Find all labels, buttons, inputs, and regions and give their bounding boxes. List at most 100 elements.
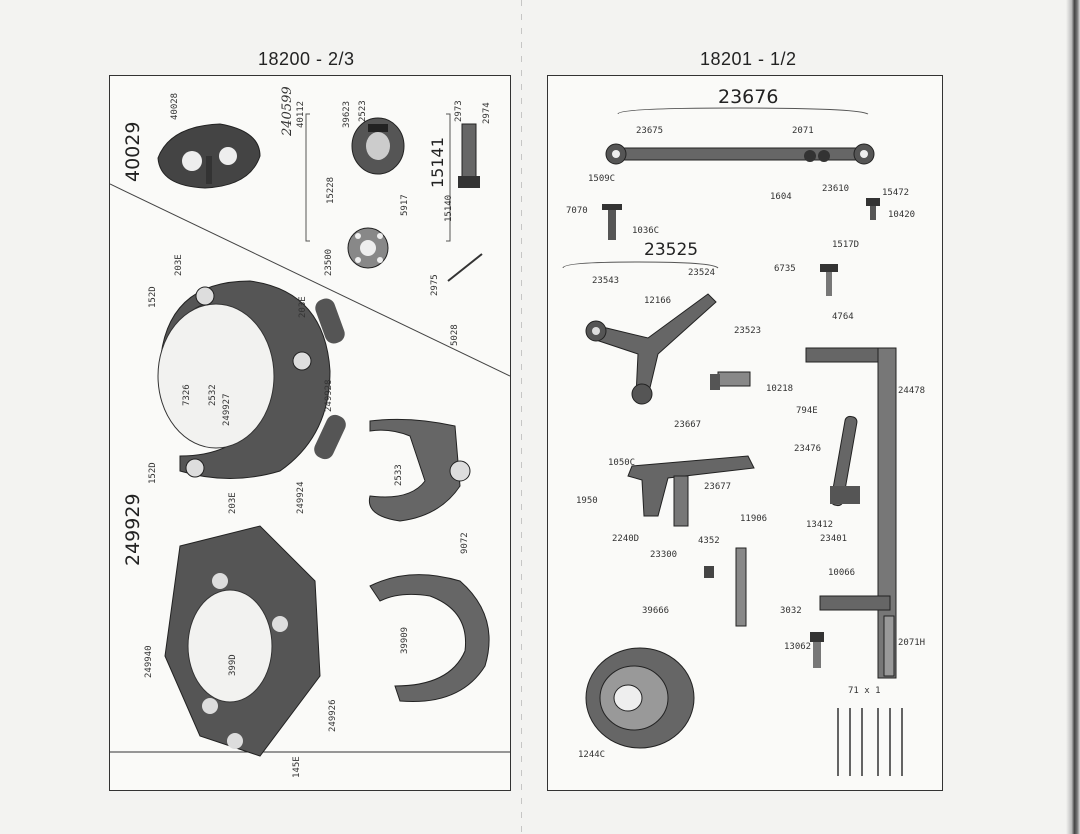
- part-label: 2532: [208, 384, 218, 406]
- part-label: 2533: [394, 464, 404, 486]
- part-label: 2523: [358, 100, 368, 122]
- part-label: 13062: [784, 642, 812, 652]
- part-label: 1950: [576, 496, 598, 506]
- gear-wheel-part: [585, 647, 695, 749]
- bobbin-assembly-part: [351, 117, 405, 175]
- part-label: 5028: [450, 324, 460, 346]
- spring-part: [447, 253, 483, 282]
- part-label: 7070: [566, 206, 588, 216]
- bar-link-part: [605, 143, 875, 165]
- part-label: 71 x 1: [848, 686, 881, 696]
- part-label: 23677: [704, 482, 732, 492]
- part-label: 23476: [794, 444, 822, 454]
- group-249929-label: 249929: [122, 493, 144, 566]
- part-label: 39909: [400, 626, 410, 654]
- part-label: 40112: [296, 100, 306, 128]
- group-23525-label: 23525: [644, 240, 699, 260]
- part-label: 4764: [832, 312, 854, 322]
- part-label: 249926: [328, 699, 338, 732]
- y-lever-part: [585, 293, 717, 405]
- part-label: 2975: [430, 274, 440, 296]
- fork-part: [368, 418, 461, 522]
- screw-part: [866, 198, 880, 220]
- felt-pad-part: [314, 414, 346, 460]
- part-label: 203E: [174, 254, 184, 276]
- part-label: 13412: [806, 520, 834, 530]
- group-40029-label: 40029: [122, 121, 144, 182]
- part-label: 23675: [636, 126, 664, 136]
- part-label: 23543: [592, 276, 620, 286]
- center-fold: [521, 0, 522, 834]
- part-label: 2071: [792, 126, 814, 136]
- part-label: 23610: [822, 184, 850, 194]
- group-15141-label: 15141: [428, 137, 447, 188]
- part-label: 203E: [228, 492, 238, 514]
- part-label: 145E: [292, 756, 302, 778]
- part-label: 23401: [820, 534, 848, 544]
- part-label: 1509C: [588, 174, 616, 184]
- part-label: 10218: [766, 384, 794, 394]
- bobbin-part: [347, 227, 389, 269]
- part-label: 39666: [642, 606, 670, 616]
- spring-part: [704, 566, 714, 578]
- handwritten-note: 240599: [280, 86, 295, 136]
- part-label: 2974: [482, 102, 492, 124]
- part-label: 249924: [296, 481, 306, 514]
- screw-part: [602, 204, 622, 240]
- part-label: 152D: [148, 462, 158, 484]
- part-label: 39623: [342, 100, 352, 128]
- part-label: 40028: [170, 92, 180, 120]
- part-label: 2071H: [898, 638, 926, 648]
- screw-part: [810, 632, 824, 668]
- base-plate-part: [164, 525, 321, 757]
- part-label: 23667: [674, 420, 702, 430]
- part-label: 2240D: [612, 534, 640, 544]
- part-label: 399D: [228, 654, 238, 676]
- part-label: 1050C: [608, 458, 636, 468]
- group-23676-label: 23676: [718, 86, 779, 108]
- part-label: 12166: [644, 296, 672, 306]
- left-parts-plate: 40029 249929 15141 240599 40028 40112 39…: [109, 75, 511, 791]
- part-label: 11906: [740, 514, 768, 524]
- part-label: 15472: [882, 188, 910, 198]
- left-plate-heading: 18200 - 2/3: [258, 49, 355, 69]
- part-label: 10066: [828, 568, 856, 578]
- part-label: 152D: [148, 286, 158, 308]
- part-label: 23523: [734, 326, 762, 336]
- part-label: 3032: [780, 606, 802, 616]
- part-label: 9072: [460, 532, 470, 554]
- part-label: 1604: [770, 192, 792, 202]
- needles-part: [837, 708, 903, 776]
- part-label: 10420: [888, 210, 916, 220]
- part-label: 249927: [222, 393, 232, 426]
- part-label: 4352: [698, 536, 720, 546]
- part-label: 24478: [898, 386, 926, 396]
- ring-plate-part: [157, 280, 331, 479]
- part-label: 794E: [796, 406, 818, 416]
- pin-part: [735, 547, 747, 627]
- bracket-arm-part: [805, 347, 897, 679]
- sleeve-part: [710, 371, 751, 390]
- part-label: 15140: [444, 194, 454, 222]
- part-label: 15228: [326, 176, 336, 204]
- part-label: 1244C: [578, 750, 606, 760]
- c-ring-part: [369, 574, 490, 703]
- part-label: 203E: [298, 296, 308, 318]
- part-label: 23300: [650, 550, 678, 560]
- crank-part: [627, 455, 755, 527]
- screw-part: [820, 264, 838, 296]
- part-label: 249940: [144, 645, 154, 678]
- part-label: 1517D: [832, 240, 860, 250]
- right-plate-heading: 18201 - 1/2: [700, 49, 797, 69]
- part-label: 23500: [324, 248, 334, 276]
- part-label: 2973: [454, 100, 464, 122]
- link-arm-part: [830, 415, 860, 507]
- bobbin-case-part: [157, 123, 261, 189]
- part-label: 23524: [688, 268, 716, 278]
- page-edge: [1066, 0, 1080, 834]
- part-label: 249928: [324, 379, 334, 412]
- part-label: 7326: [182, 384, 192, 406]
- left-plate-drawing: [110, 113, 510, 757]
- part-label: 6735: [774, 264, 796, 274]
- right-plate-drawing: [562, 107, 903, 776]
